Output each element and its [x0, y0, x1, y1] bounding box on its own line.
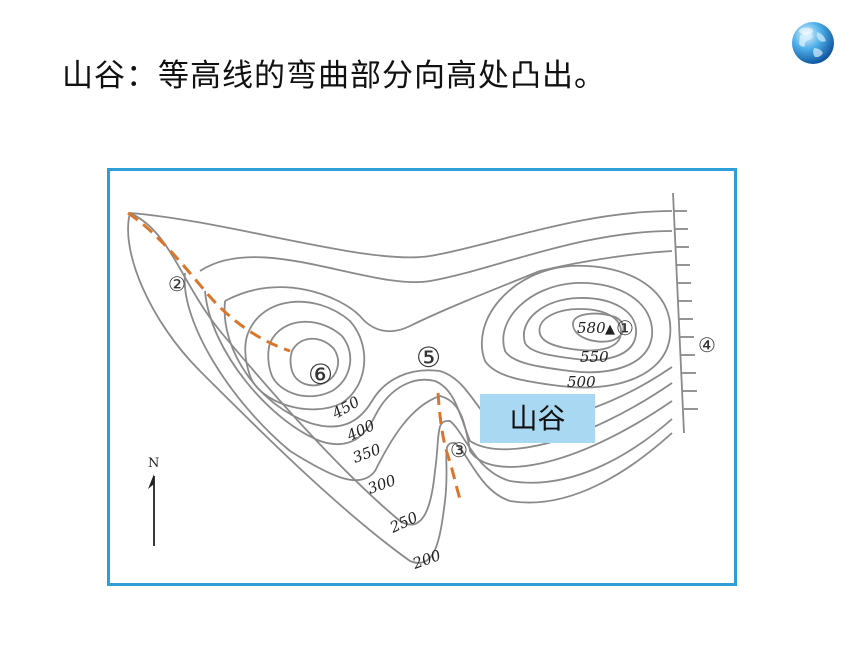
- label-550: 550: [580, 348, 609, 366]
- location-markers: ① ② ③ ④ ⑤ ⑥: [168, 272, 716, 462]
- contour-map: 580 550 500 450 400 350 300 250 200 ▲ ① …: [107, 168, 737, 586]
- contour-200: [127, 212, 673, 564]
- marker-2: ②: [168, 272, 186, 296]
- marker-1: ①: [616, 316, 634, 340]
- marker-5: ⑤: [416, 341, 441, 374]
- valley-line-right: [436, 392, 462, 500]
- label-200: 200: [409, 546, 443, 573]
- summit-triangle-icon: ▲: [605, 322, 615, 337]
- contour-lines: [127, 210, 673, 564]
- hill-6-contours: [244, 300, 366, 411]
- valley-callout-label: 山谷: [480, 394, 595, 443]
- contour-300: [129, 210, 673, 259]
- contour-350: [199, 230, 673, 283]
- marker-6: ⑥: [308, 358, 333, 391]
- contour-350b: [204, 290, 673, 451]
- north-arrow-icon: N: [148, 456, 159, 546]
- marker-3: ③: [450, 438, 468, 462]
- valley-line-left: [127, 211, 291, 353]
- contour-value-labels: 580 550 500 450 400 350 300 250 200: [328, 319, 609, 573]
- north-label: N: [148, 456, 159, 471]
- cliff-hachures: [672, 192, 698, 434]
- marker-4: ④: [698, 333, 716, 357]
- contour-400: [224, 250, 673, 333]
- label-250: 250: [386, 508, 421, 537]
- contour-250: [129, 212, 673, 526]
- label-500: 500: [567, 373, 596, 391]
- label-580: 580: [577, 319, 606, 337]
- globe-icon: [792, 22, 834, 64]
- page-title: 山谷：等高线的弯曲部分向高处凸出。: [62, 58, 606, 94]
- contour-300b: [183, 272, 673, 482]
- valley-lines: [127, 211, 462, 500]
- hill-1-contours: [480, 264, 672, 389]
